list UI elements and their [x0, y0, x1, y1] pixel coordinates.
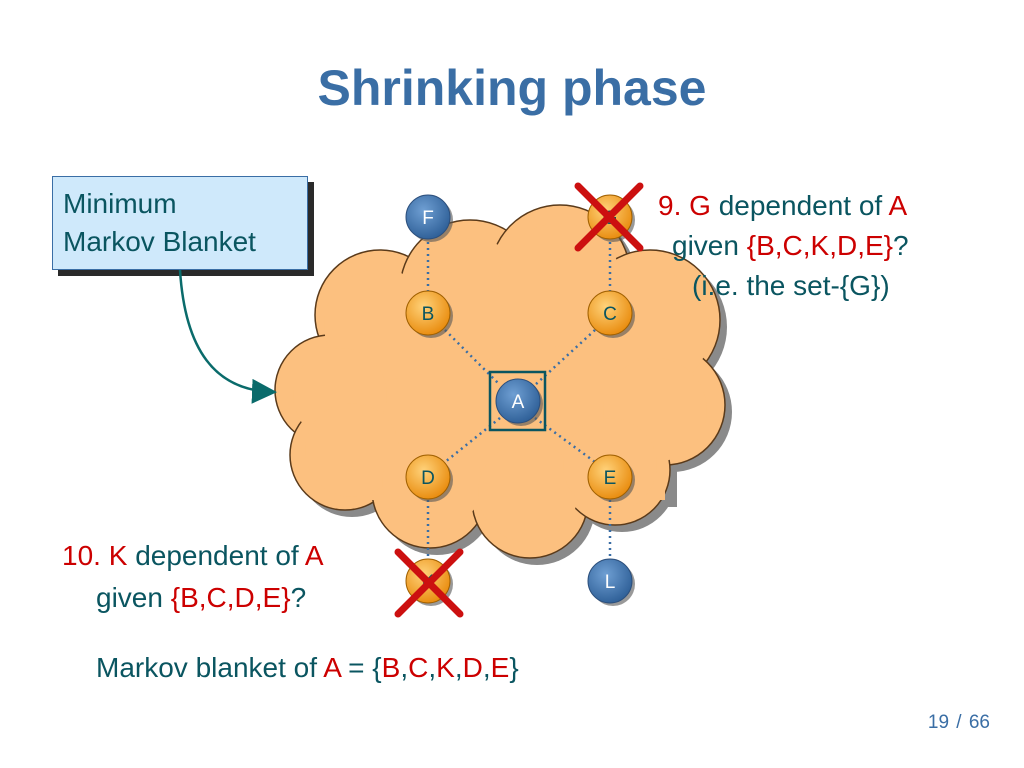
node-E-label: E: [604, 468, 617, 489]
q9-number: 9.: [658, 190, 682, 221]
blanket-box-line1: Minimum: [63, 188, 177, 219]
result-open-brace: {: [372, 652, 382, 683]
removed-node-K-cross-icon: [394, 548, 464, 618]
node-D: D: [405, 454, 453, 502]
removed-node-G-cross-icon: [574, 182, 644, 252]
node-B-label: B: [422, 304, 435, 325]
page-separator: /: [956, 712, 962, 733]
node-C-label: C: [603, 304, 617, 325]
node-A: A: [495, 378, 543, 426]
blanket-box-line2: Markov Blanket: [63, 226, 256, 257]
result-comma-4: ,: [482, 652, 491, 683]
question-9-note: (i.e. the set-{G}): [692, 270, 890, 301]
result-e: E: [490, 652, 510, 683]
node-D-label: D: [421, 468, 435, 489]
result-comma-3: ,: [454, 652, 463, 683]
q9-question-mark: ?: [893, 230, 909, 261]
q10-number: 10.: [62, 540, 101, 571]
node-L-label: L: [605, 572, 616, 593]
q9-given-text: given: [672, 230, 739, 261]
question-9-line1: 9. G dependent of A: [658, 186, 907, 226]
target-node-box: [488, 370, 547, 432]
question-10-line2: given {B,C,D,E}?: [96, 578, 306, 618]
result-d: D: [462, 652, 483, 683]
minimum-markov-blanket-box: Minimum Markov Blanket: [52, 176, 308, 270]
result-comma-2: ,: [428, 652, 437, 683]
q9-given-set: {B,C,K,D,E}: [746, 230, 894, 261]
result-target: A: [323, 652, 341, 683]
result-comma-1: ,: [400, 652, 409, 683]
markov-blanket-result: Markov blanket of A = {B,C,K,D,E}: [96, 648, 519, 688]
question-10-line1: 10. K dependent of A: [62, 536, 324, 576]
result-c: C: [408, 652, 429, 683]
result-prefix: Markov blanket of: [96, 652, 317, 683]
node-F: F: [405, 194, 453, 242]
result-equals: =: [348, 652, 365, 683]
result-k: K: [436, 652, 455, 683]
q10-question-mark: ?: [290, 582, 307, 613]
q10-given-text: given: [96, 582, 163, 613]
pointer-arrow: [178, 269, 277, 404]
q10-variable: K: [108, 540, 128, 571]
node-E: E: [587, 454, 635, 502]
q9-target: A: [888, 190, 908, 221]
q9-dependent-text: dependent of: [718, 190, 883, 221]
q9-variable: G: [689, 190, 711, 221]
node-L: L: [587, 558, 635, 606]
slide-title: Shrinking phase: [317, 60, 707, 116]
node-B: B: [405, 290, 453, 338]
q10-target: A: [304, 540, 324, 571]
node-C: C: [587, 290, 635, 338]
q10-given-set: {B,C,D,E}: [170, 582, 291, 613]
q10-dependent-text: dependent of: [135, 540, 299, 571]
result-b: B: [381, 652, 401, 683]
page-total: 66: [968, 712, 990, 733]
page-current: 19: [927, 712, 950, 733]
node-F-label: F: [422, 208, 434, 229]
node-A-label: A: [512, 392, 525, 413]
page-number: 19 / 66: [926, 712, 990, 734]
question-9-line2: given {B,C,K,D,E}?: [672, 226, 909, 266]
result-close-brace: }: [509, 652, 519, 683]
